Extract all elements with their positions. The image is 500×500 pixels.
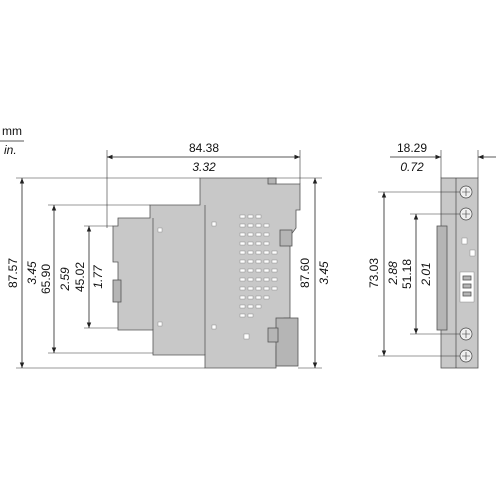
connector-pin-2: [462, 283, 472, 289]
side-view-rail-clip: [275, 317, 299, 367]
left-mid-mm: 65.90: [39, 264, 53, 294]
front-outer-mm: 73.03: [367, 258, 381, 288]
terminal-screw-2-slot: [462, 210, 470, 218]
front-inner-mm: 51.18: [400, 259, 414, 289]
side-view-clip: [279, 229, 293, 247]
left-outer-in: 3.45: [25, 261, 39, 285]
side-view-vents: [157, 214, 278, 340]
side-view-latch: [112, 279, 122, 303]
units-legend: mm in.: [0, 124, 24, 157]
side-view-rail-hook: [267, 327, 279, 343]
right-outer-in: 3.45: [317, 261, 331, 285]
front-view: 18.29 0.72 73.03 2.88 51.18 2.01: [367, 141, 496, 369]
front-view-face: [436, 225, 448, 331]
front-outer-in: 2.88: [386, 261, 400, 286]
right-outer-mm: 87.60: [298, 258, 312, 288]
width-in: 3.32: [192, 160, 216, 174]
connector-pin-3: [462, 291, 472, 297]
terminal-screw-3-slot: [462, 330, 470, 338]
side-view: 84.38 3.32 87.57 3.45 65.90 2.59 45.02 1…: [6, 141, 331, 369]
left-inner-in: 1.77: [91, 264, 105, 289]
left-inner-mm: 45.02: [73, 262, 87, 292]
terminal-screw-1-slot: [462, 188, 470, 196]
left-outer-mm: 87.57: [6, 258, 20, 288]
front-view-led: [461, 237, 468, 245]
front-inner-in: 2.01: [419, 262, 433, 286]
front-view-indicator: [469, 249, 476, 257]
front-width-mm: 18.29: [397, 141, 427, 155]
connector-pin-1: [462, 275, 472, 281]
front-width-in: 0.72: [400, 160, 424, 174]
width-mm: 84.38: [189, 141, 219, 155]
side-view-top-tab: [267, 177, 277, 185]
terminal-screw-4-slot: [462, 352, 470, 360]
unit-in-label: in.: [4, 143, 17, 157]
unit-mm-label: mm: [2, 124, 22, 138]
left-mid-in: 2.59: [58, 267, 72, 292]
